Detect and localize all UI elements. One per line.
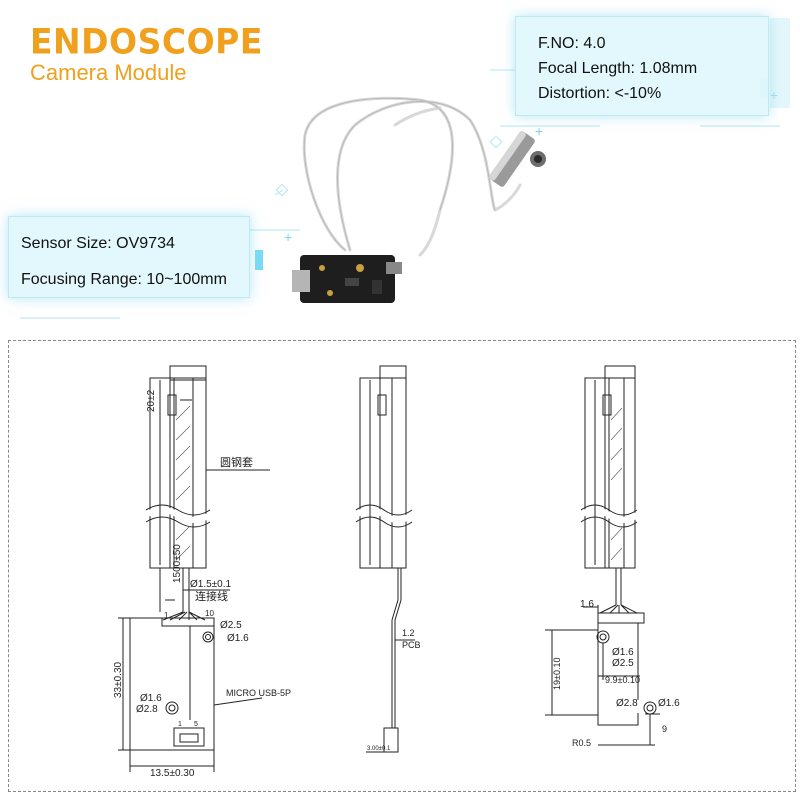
view3-hole-d16: Ø1.6 [612,647,634,658]
view1-hole-d28: Ø2.8 [136,704,158,715]
view3-radius: R0.5 [572,738,591,748]
view1-hole-d25: Ø2.5 [220,620,242,631]
view1-usb-pin5: 5 [194,721,198,728]
tech-decoration: + + + [20,18,790,319]
sensor-specs-panel: Sensor Size: OV9734 Focusing Range: 10~1… [8,216,250,298]
svg-text:+: + [284,229,292,245]
view3-edge: 9 [662,724,667,734]
view1-steel-sleeve-label: 圆钢套 [220,456,253,469]
spec-fno: F.NO: 4.0 [538,35,606,52]
view2-pcb-label: PCB [402,640,421,650]
product-subtitle: Camera Module [30,60,187,85]
view3-offset: 9.9±0.10 [605,675,640,685]
view1-tube [144,365,212,569]
view1-usb-label: MICRO USB-5P [226,688,291,698]
spec-focal-length: Focal Length: 1.08mm [538,60,698,77]
view1-hole-d16: Ø1.6 [227,633,249,644]
view1-cable-diameter: Ø1.5±0.1 [190,579,232,590]
technical-drawing-frame [8,340,796,792]
view2-tube [354,365,414,569]
svg-text:+: + [535,123,543,139]
view3-left-dim: 1.6 [580,599,594,610]
spec-focusing-range: Focusing Range: 10~100mm [21,271,227,288]
view3-hole-d28: Ø2.8 [616,698,638,709]
optical-specs-panel: F.NO: 4.0 Focal Length: 1.08mm Distortio… [515,16,769,116]
view3-hole-d16b: Ø1.6 [658,698,680,709]
product-title: ENDOSCOPE [30,21,263,62]
spec-distortion: Distortion: <-10% [538,85,662,102]
camera-pcb [292,255,402,303]
view1-tube-length: 20±2 [146,389,157,412]
view2-bottom-dim: 3.00±0.1 [367,746,391,752]
product-photo [292,96,546,303]
view1-pin10: 10 [205,609,214,618]
view1-width: 13.5±0.30 [150,768,195,779]
view3-height: 19±0.10 [552,658,562,690]
view1-cable-length: 1500±50 [172,544,183,583]
view1-hole-d16b: Ø1.6 [140,693,162,704]
view3-hole-d25: Ø2.5 [612,658,634,669]
spec-sensor-size: Sensor Size: OV9734 [21,235,175,252]
view1-usb-pin1: 1 [178,721,182,728]
view2-pcb-thickness: 1.2 [402,628,415,638]
view1-height: 33±0.30 [113,661,124,698]
view3-tube [579,365,639,569]
camera-tube [489,131,546,187]
view1-cable-label: 连接线 [195,589,228,603]
view1-pin1: 1 [164,611,169,620]
